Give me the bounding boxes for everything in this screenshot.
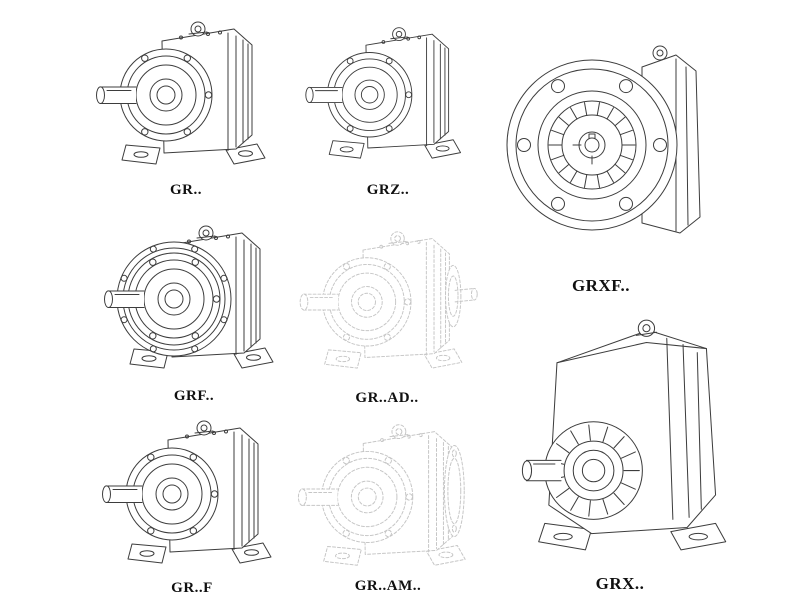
figure-gr-ad: GR..AD.. — [292, 210, 482, 408]
figure-gr: GR.. — [88, 4, 284, 200]
gearbox-drawing-grxf — [506, 45, 701, 234]
figure-label-grxf: GRXF.. — [571, 276, 631, 295]
figure-label-grz: GRZ.. — [366, 182, 410, 198]
gearbox-drawing-gr-ad — [299, 231, 478, 369]
figure-grx: GRX.. — [498, 298, 742, 594]
figure-label-gr-f: GR..F — [171, 580, 213, 596]
gearbox-drawing-grf — [104, 225, 274, 369]
gearbox-drawing-gr — [96, 21, 266, 165]
gearbox-drawing-gr-f — [102, 420, 272, 564]
figure-gr-f: GR..F — [94, 404, 290, 598]
figure-label-grx: GRX.. — [595, 574, 645, 593]
figure-label-grf: GRF.. — [173, 388, 215, 404]
gearbox-drawing-gr-am — [297, 424, 466, 566]
figure-label-gr: GR.. — [170, 182, 202, 198]
gearbox-drawing-grz — [305, 27, 462, 159]
figure-grz: GRZ.. — [298, 4, 478, 200]
gearbox-drawing-grx — [521, 319, 727, 551]
figure-grxf: GRXF.. — [492, 2, 710, 296]
figure-gr-am: GR..AM.. — [290, 412, 486, 596]
figure-grf: GRF.. — [96, 206, 292, 406]
figure-label-gr-am: GR..AM.. — [354, 578, 422, 594]
figure-label-gr-ad: GR..AD.. — [355, 390, 419, 406]
